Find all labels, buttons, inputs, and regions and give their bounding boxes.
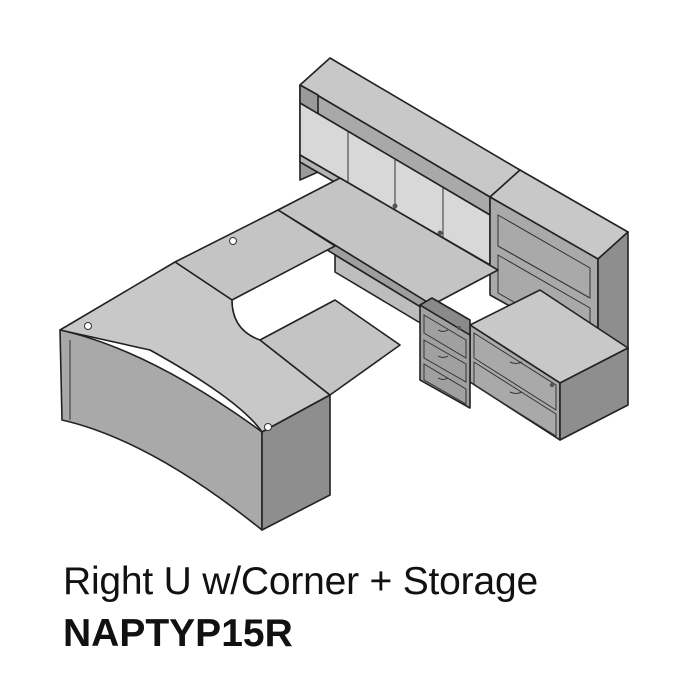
furniture-illustration [59,57,629,531]
product-name: Right U w/Corner + Storage [63,560,538,603]
product-code: NAPTYP15R [63,612,293,655]
pedestal [419,297,471,409]
desk-top [59,209,401,531]
lateral-file [469,289,629,441]
